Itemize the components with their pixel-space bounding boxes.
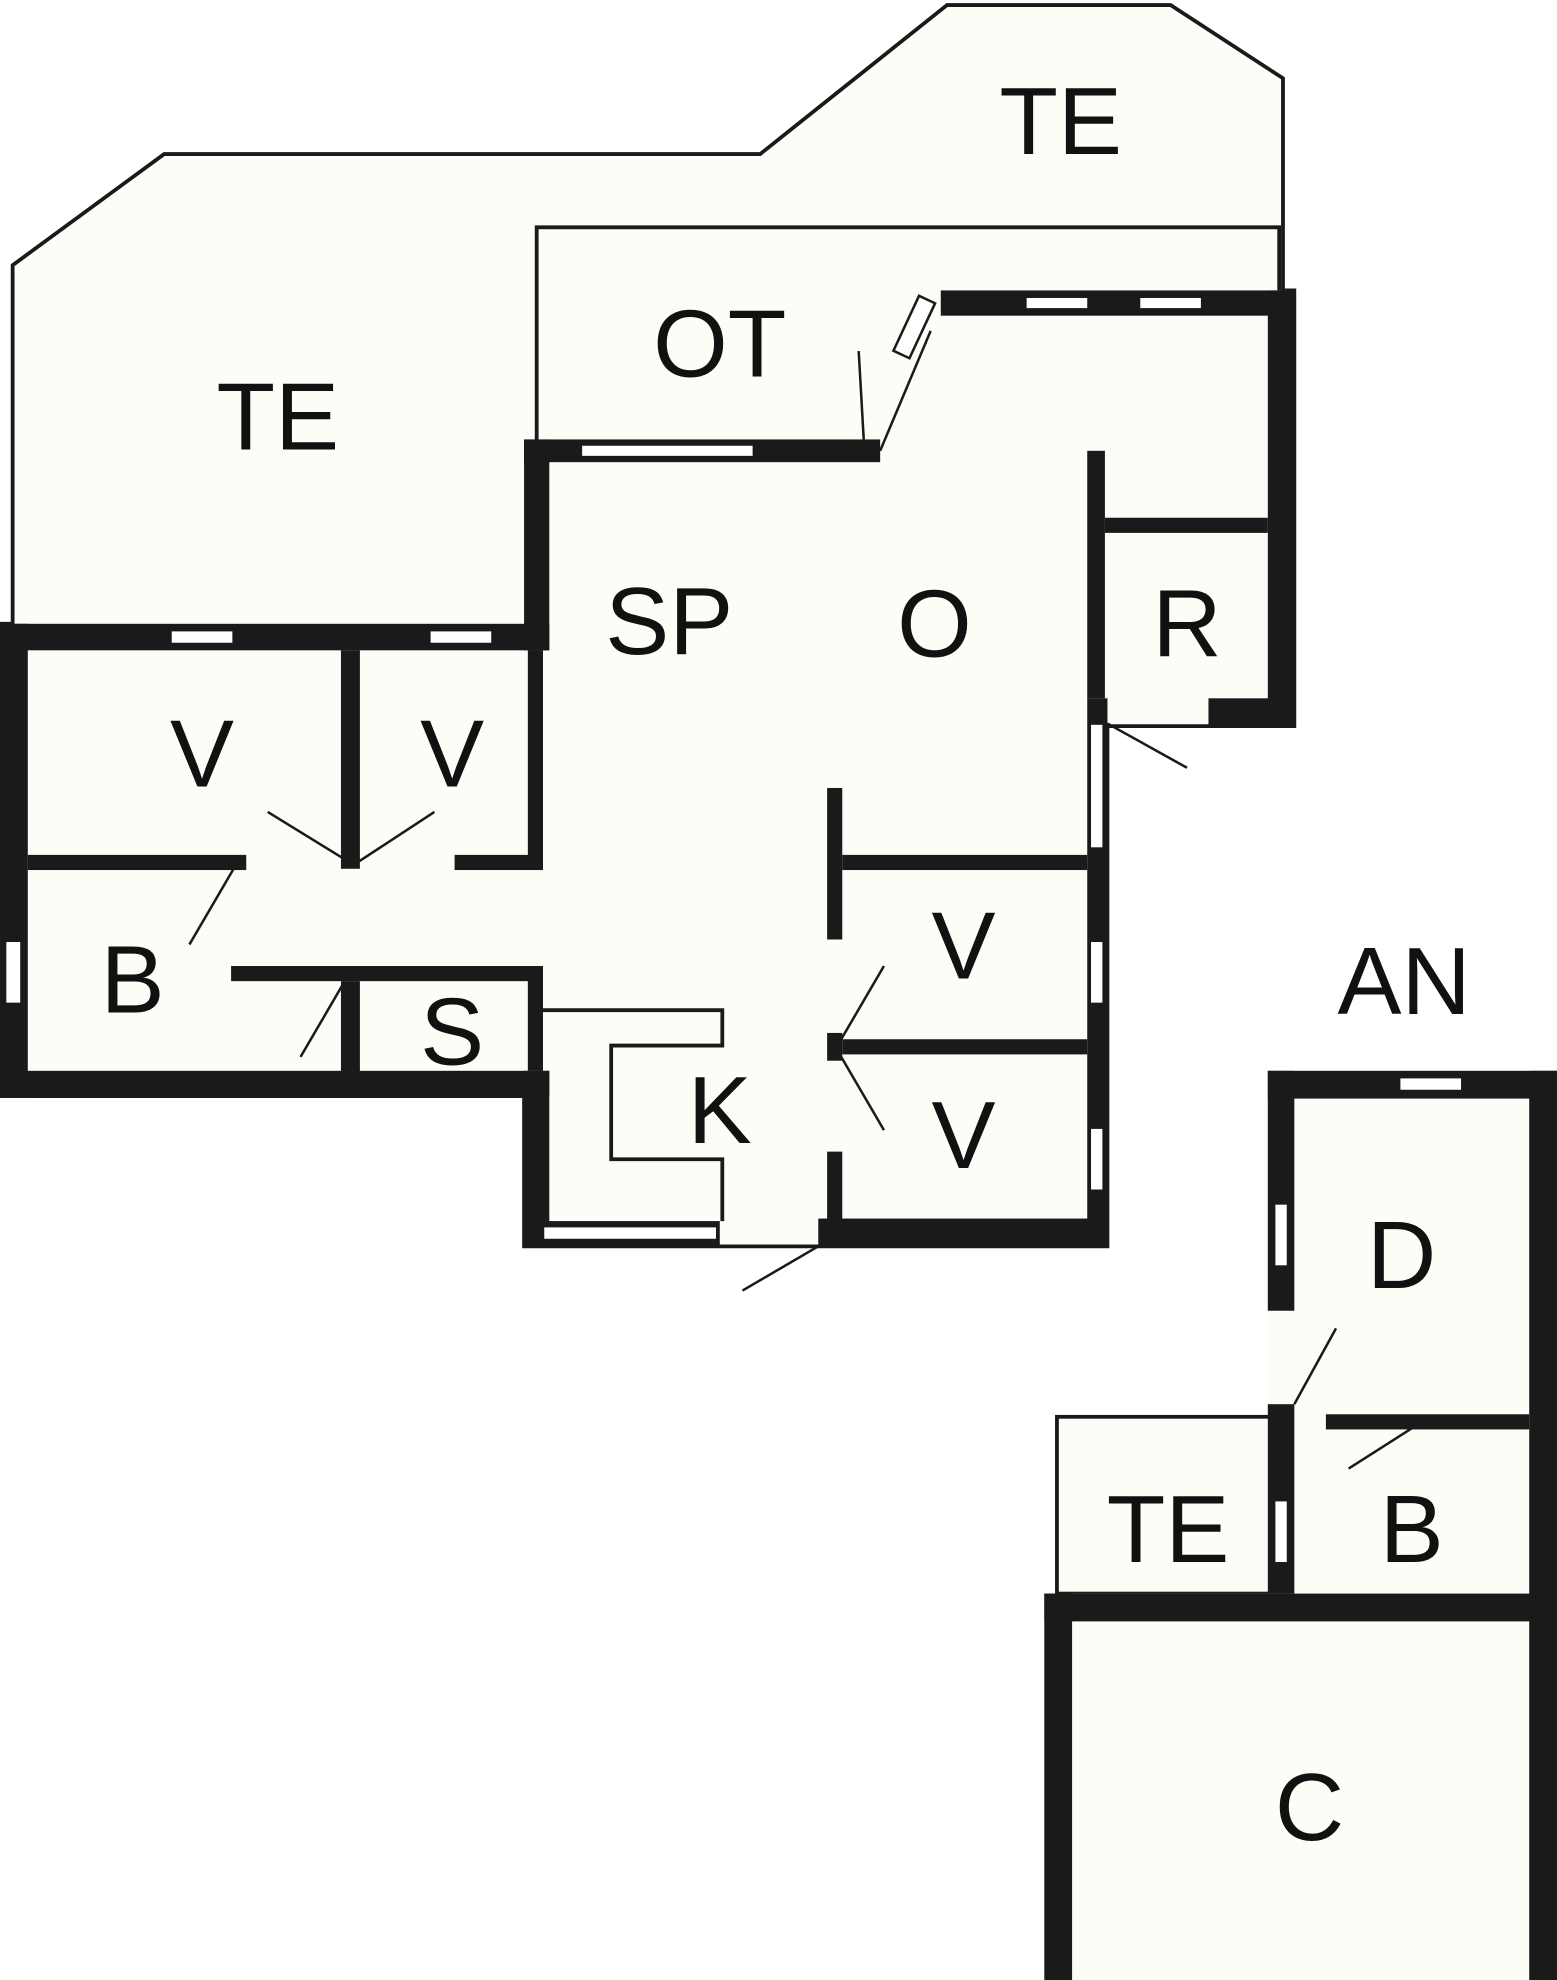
windows [3,294,1464,1565]
room-label-v2: V [420,701,484,808]
room-label-b2: B [1380,1476,1444,1583]
room-label-o: O [897,571,972,678]
room-label-v4: V [931,1082,995,1189]
room-label-terrace-left: TE [217,364,340,471]
room-label-b1: B [101,927,165,1034]
doors [188,330,1423,1470]
room-label-v3: V [931,893,995,1000]
room-label-r: R [1152,571,1221,678]
room-label-d: D [1367,1202,1436,1309]
room-label-sp: SP [605,568,733,675]
room-label-te-small: TE [1107,1476,1230,1583]
room-label-v1: V [170,701,234,808]
room-label-k: K [688,1057,752,1164]
room-label-terrace-top: TE [999,68,1122,175]
room-label-c: C [1275,1754,1344,1861]
room-label-an: AN [1338,928,1471,1035]
room-label-s: S [420,979,484,1086]
room-labels: TE TE OT SP O R V V B S K V V AN D TE B … [101,68,1471,1861]
room-label-ot: OT [653,290,786,397]
kitchen-counter [542,1008,725,1222]
